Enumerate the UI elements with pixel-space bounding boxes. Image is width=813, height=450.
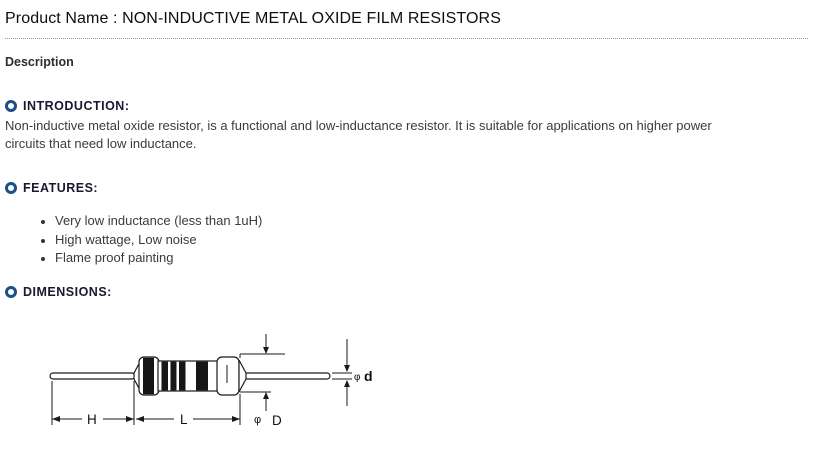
color-band-1 [161,361,168,390]
dimensions-heading: DIMENSIONS: [5,285,808,299]
dotted-divider [5,38,808,39]
feature-item: Very low inductance (less than 1uH) [41,212,808,231]
dim-body-length-L: L [136,412,240,427]
phi-symbol: φ [354,372,361,383]
dim-lead-diameter-d: φ d [332,338,373,406]
cap-color-band [143,357,154,394]
lead-wire-left [49,371,136,380]
page-title: Product Name : NON-INDUCTIVE METAL OXIDE… [5,10,501,27]
introduction-line-1: Non-inductive metal oxide resistor, is a… [5,118,712,133]
resistor-body [133,355,247,396]
description-label: Description [5,55,74,69]
color-band-3 [179,361,186,390]
right-taper [238,359,247,392]
dim-body-diameter-D: φ D [240,333,285,428]
circle-bullet-icon [5,100,17,112]
resistor-dimension-diagram: H L φ D [49,333,373,428]
dim-lead-length-H: H [52,412,134,427]
feature-item: High wattage, Low noise [41,231,808,250]
feature-item: Flame proof painting [41,249,808,268]
features-heading: FEATURES: [5,181,808,195]
color-band-4 [196,361,208,390]
right-cap [216,355,240,396]
dimensions-heading-label: DIMENSIONS: [23,284,112,299]
introduction-heading: INTRODUCTION: [5,99,808,113]
extension-lines [51,353,241,425]
dim-label-L: L [180,412,188,427]
introduction-line-2: circuits that need low inductance. [5,136,197,151]
circle-bullet-icon [5,182,17,194]
circle-bullet-icon [5,285,17,298]
color-band-2 [170,361,177,390]
introduction-heading-label: INTRODUCTION: [23,99,130,113]
dim-label-d: d [364,368,373,384]
phi-symbol: φ [254,414,261,426]
features-heading-label: FEATURES: [23,181,99,195]
introduction-paragraph: Non-inductive metal oxide resistor, is a… [5,117,808,153]
lead-wire-right [243,371,331,380]
dim-label-D: D [272,413,282,428]
dim-label-H: H [87,412,97,427]
features-list: Very low inductance (less than 1uH) High… [41,212,808,268]
